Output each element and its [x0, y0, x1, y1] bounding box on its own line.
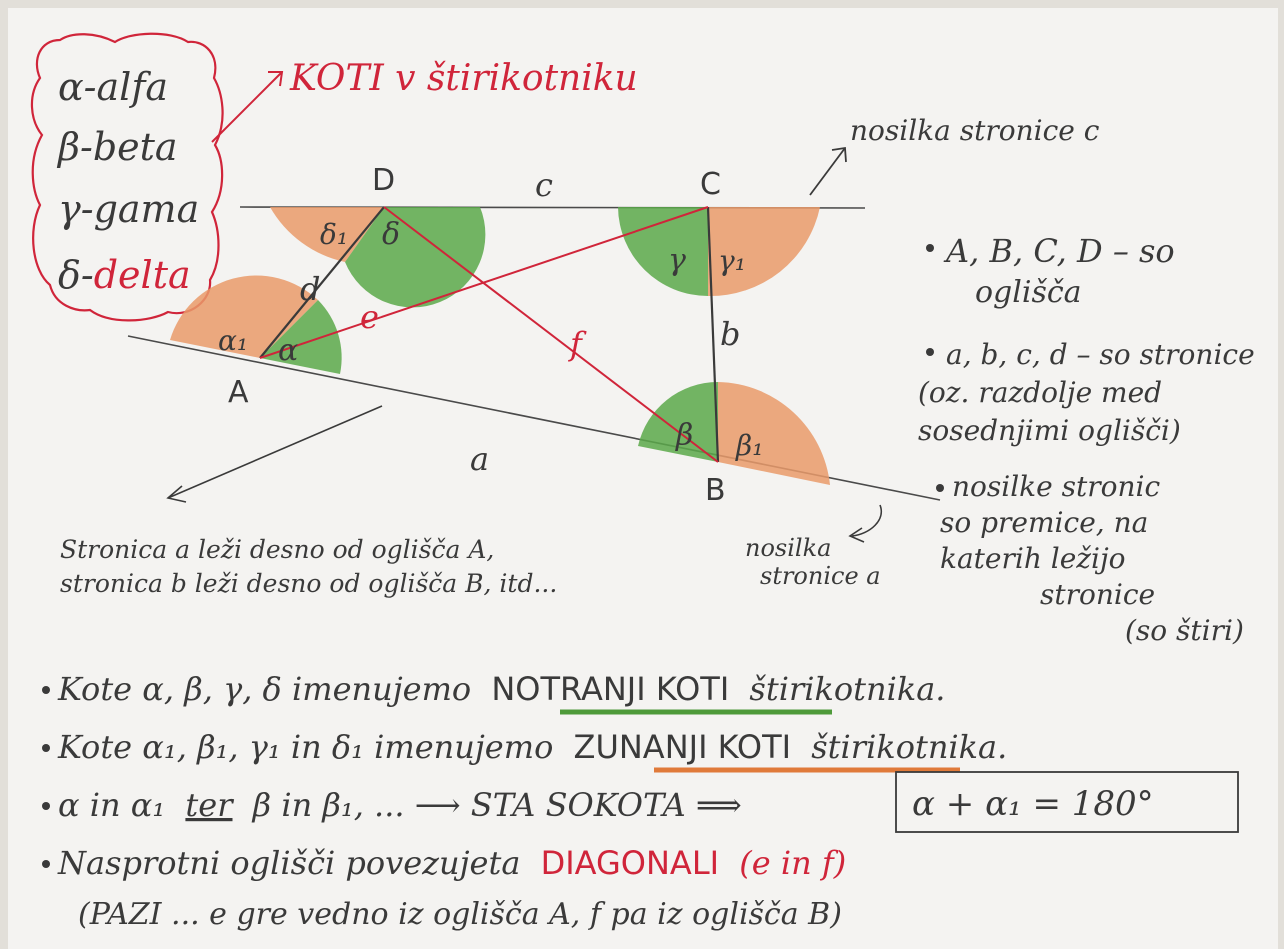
bullet3-line1: nosilke stronic [952, 470, 1160, 503]
bullet-dot [926, 348, 934, 356]
side-label-b: b [720, 315, 740, 353]
bullet2-line3: sosednjimi oglišči) [918, 414, 1181, 447]
formula-box [895, 771, 1239, 833]
nosilka-a-arrow [851, 504, 883, 537]
vertex-B: B [705, 473, 726, 508]
title: KOTI v štirikotniku [289, 58, 638, 99]
bullet3-line3: katerih ležijo [940, 542, 1126, 575]
bottom-line4: Nasprotni oglišči povezujeta DIAGONALI (… [57, 844, 846, 882]
nosilka-c-label: nosilka stronice c [850, 114, 1100, 147]
side-note-line1: Stronica a leži desno od oglišča A, [60, 535, 494, 564]
bullet1-line2: oglišča [975, 275, 1082, 310]
title-arrow [211, 71, 283, 143]
bottom-notes: Kote α, β, γ, δ imenujemo NOTRANJI KOTI … [42, 670, 1239, 932]
formula-text: α + α₁ = 180° [912, 784, 1154, 824]
label-gamma1: γ₁ [718, 244, 746, 277]
label-alpha1: α₁ [218, 324, 248, 357]
legend-items: α-alfa β-beta γ-gama δ-delta [56, 65, 199, 297]
side-d [259, 206, 385, 359]
bullet3-line5: (so štiri) [1125, 614, 1244, 647]
label-delta1: δ₁ [320, 218, 348, 251]
vertex-A: A [228, 375, 249, 410]
paper-sheet [8, 8, 1278, 949]
bullet2-line2: (oz. razdolje med [918, 376, 1162, 409]
angle-gamma1 [708, 207, 820, 297]
legend-beta: β-beta [56, 125, 178, 169]
legend-gamma: γ-gama [58, 187, 199, 231]
side-note-arrow [167, 405, 383, 499]
angle-delta [345, 207, 486, 308]
label-gamma: γ [668, 243, 686, 278]
nosilka-a-line1: nosilka [745, 534, 831, 562]
angle-beta [638, 382, 718, 462]
bottom-line5: (PAZI ... e gre vedno iz oglišča A, f pa… [78, 897, 842, 932]
bullet2-line1: a, b, c, d – so stronice [946, 338, 1255, 371]
vertex-D: D [372, 163, 395, 198]
bullet3-line2: so premice, na [940, 506, 1148, 539]
title-arrowhead [268, 71, 284, 87]
bottom-line3: α in α₁ ter β in β₁, ... ⟶ STA SOKOTA ⟹ [58, 786, 742, 824]
bullet-dot [42, 860, 50, 868]
label-beta1: β₁ [735, 429, 763, 462]
legend-alpha: α-alfa [58, 65, 168, 109]
angle-delta1 [270, 207, 384, 262]
bottom-line1: Kote α, β, γ, δ imenujemo NOTRANJI KOTI … [57, 670, 945, 708]
diagonal-label-e: e [360, 298, 379, 336]
right-bullets: A, B, C, D – so oglišča a, b, c, d – so … [918, 232, 1255, 647]
angle-alpha1 [170, 275, 318, 358]
quadrilateral [259, 206, 720, 463]
nosilka-a-line2: stronice a [760, 562, 881, 590]
side-label-c: c [535, 166, 553, 204]
bullet-dot [42, 802, 50, 810]
bullet-dot [42, 744, 50, 752]
vertex-C: C [700, 167, 721, 202]
side-label-a: a [470, 440, 489, 478]
bullet-dot [926, 244, 934, 252]
angle-alpha [260, 300, 342, 374]
bullet-dot [42, 686, 50, 694]
bullet-dot [936, 484, 944, 492]
legend-delta: δ-delta [58, 253, 191, 297]
diagonal-f [383, 206, 719, 463]
nosilka-c-arrow [809, 147, 846, 196]
bullet3-line4: stronice [1040, 578, 1155, 611]
side-note-line2: stronica b leži desno od oglišča B, itd.… [60, 569, 557, 598]
label-beta: β [675, 418, 693, 453]
label-delta: δ [382, 217, 400, 252]
bullet1-line1: A, B, C, D – so [943, 232, 1175, 270]
side-b [706, 206, 720, 463]
bottom-line2: Kote α₁, β₁, γ₁ in δ₁ imenujemo ZUNANJI … [57, 728, 1007, 766]
side-label-d: d [300, 270, 320, 308]
label-alpha: α [278, 333, 298, 368]
angle-beta1 [718, 382, 830, 485]
angle-fills [170, 207, 830, 485]
